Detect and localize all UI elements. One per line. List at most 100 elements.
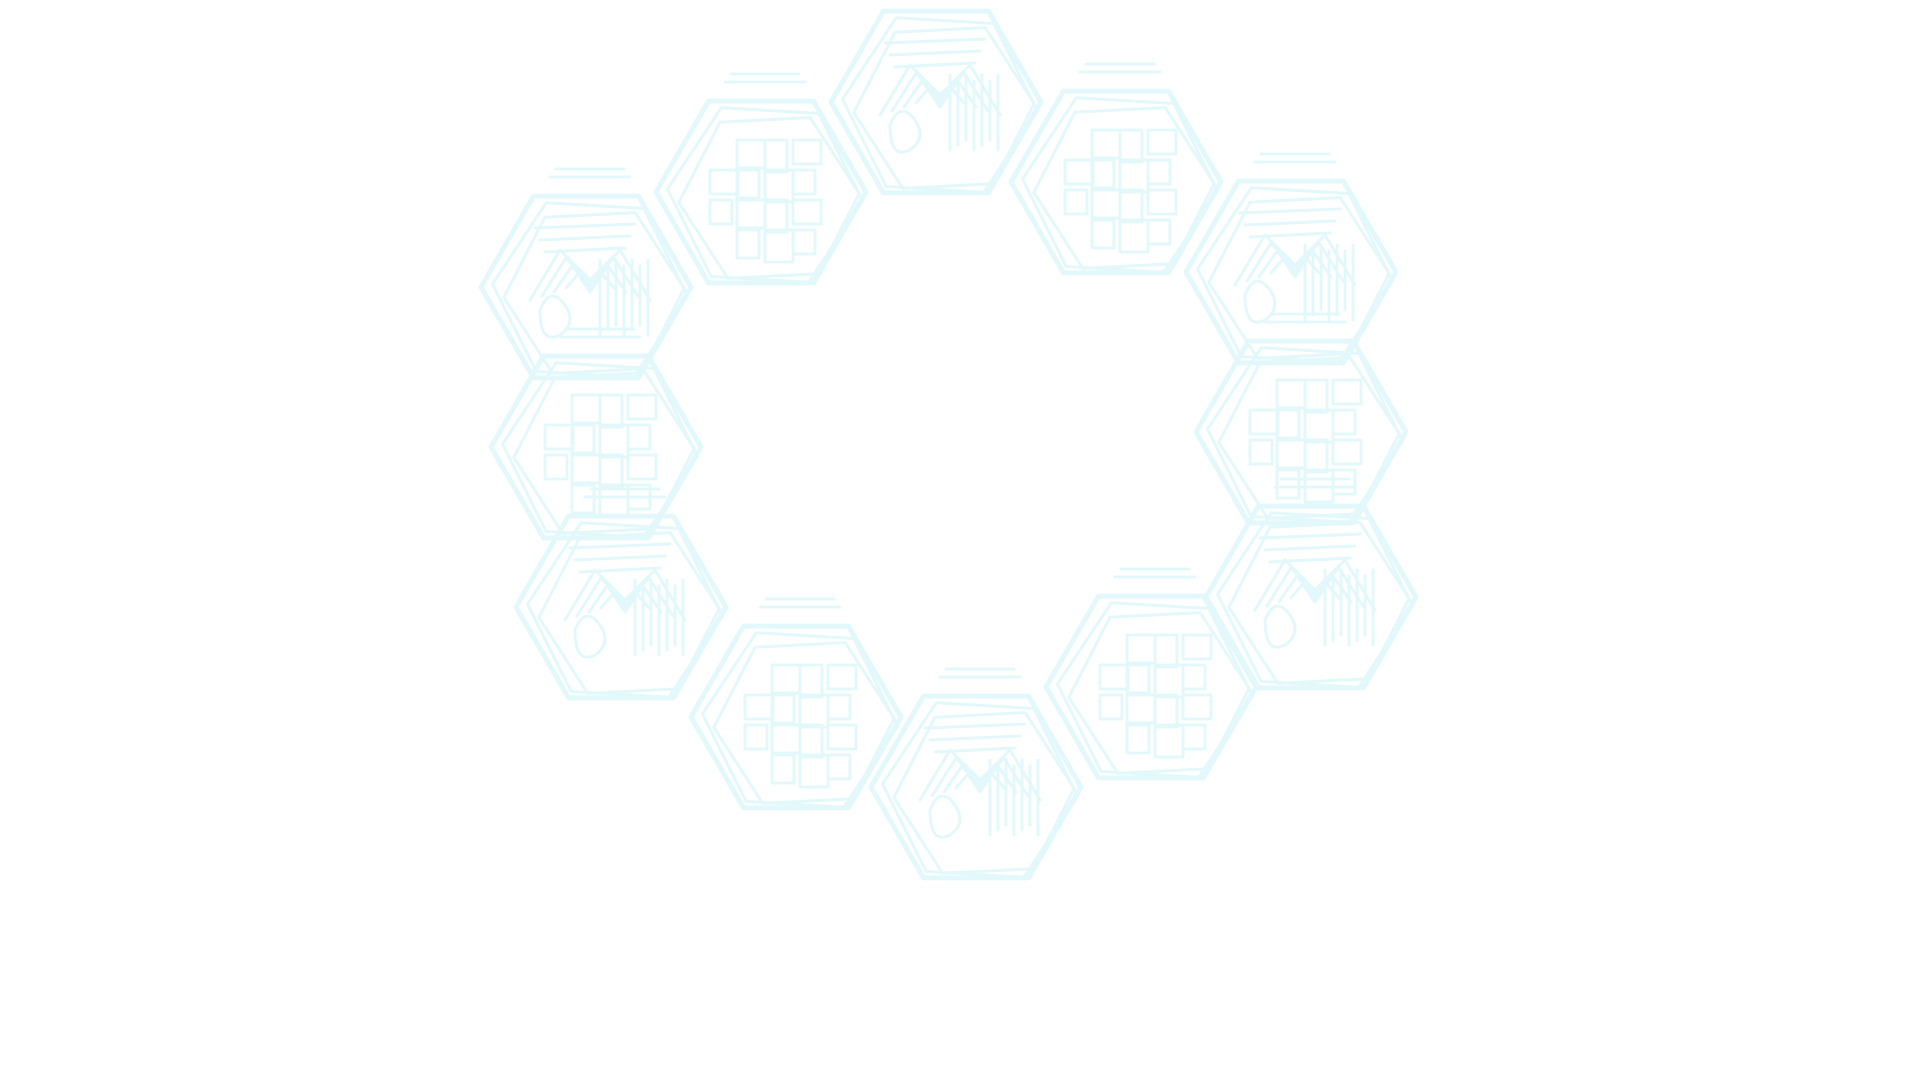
hex-outline [1227,521,1411,685]
bar-stroke [568,542,672,550]
grid-cell [1331,438,1363,466]
hex-outline [1216,511,1414,689]
chevron-stroke [540,256,640,298]
loop-stroke [1263,604,1297,649]
grid-cell [626,393,658,421]
hex-tile-9 [513,487,729,701]
grid-cell [1153,663,1185,699]
chevron-stroke [1245,241,1345,283]
chevron-stroke [599,592,651,614]
hex-outline [1183,178,1399,366]
hex-outline [688,623,904,811]
grid-cell [708,168,740,196]
hex-outline [1043,593,1259,781]
hex-outline [502,211,686,375]
grid-cell [626,423,652,451]
bar-stroke [533,222,637,230]
grid-cell [1063,158,1095,186]
bar-stroke [933,746,1017,754]
chevron-stroke [918,748,1042,802]
hex-outline [892,711,1076,875]
chevron-stroke [1289,582,1341,604]
chevron-stroke [587,584,663,614]
chevron-stroke [1269,257,1321,279]
bar-stroke [578,566,662,574]
grid-cell [1331,468,1357,496]
grid-cell [735,228,761,260]
hex-tile-1 [828,8,1044,196]
grid-cell [798,723,824,759]
chevron-stroke [564,272,616,294]
hex-outline [868,693,1084,881]
grid-cell [826,753,852,781]
grid-cell [826,693,852,721]
grid-cell [598,393,624,429]
bar-stroke [883,37,987,45]
grid-cell [1181,633,1213,661]
chevron-stroke [1277,574,1353,604]
grid-cell [1275,378,1307,410]
grid-cell [763,138,789,174]
chevron-stroke [1233,233,1357,287]
hex-tile-6 [1043,567,1259,781]
loop-stroke [538,294,572,339]
grid-cell [1181,723,1207,751]
grid-cell [626,453,658,481]
hex-outline [1008,88,1224,276]
grid-cell [1090,158,1116,190]
grid-cell [1153,693,1179,729]
grid-cell [743,723,769,751]
bar-stroke [1258,532,1362,540]
grid-cell [1248,408,1280,436]
grid-cell [791,138,823,166]
grid-cell [791,198,823,226]
grid-cell [1248,438,1274,466]
grid-cell [1146,158,1172,186]
chevron-stroke [552,264,628,294]
grid-cell [770,663,802,695]
grid-cell [1303,438,1329,474]
grid-cell [791,228,817,256]
grid-cell [798,693,830,729]
loop-stroke [1243,279,1277,324]
hex-outline [666,106,864,284]
grid-cell [735,198,767,230]
bar-stroke [1248,231,1332,239]
loop-stroke [573,614,607,659]
chevron-stroke [902,79,978,109]
hex-outline [1193,338,1409,526]
bar-stroke [543,246,627,254]
grid-cell [1181,693,1213,721]
chevron-stroke [563,568,687,622]
grid-cell [1118,218,1150,254]
chevron-stroke [1265,566,1365,608]
hex-outline [852,26,1036,190]
grid-cell [1118,188,1144,224]
hex-tile-11 [478,167,694,381]
hex-outline [1056,601,1254,779]
hex-outline [526,521,724,699]
hex-outline [512,371,696,535]
bar-stroke [573,554,667,562]
grid-cell [763,168,795,204]
chevron-stroke [878,63,1002,117]
grid-cell [1090,188,1122,220]
grid-cell [763,198,789,234]
chevron-stroke [914,87,966,109]
grid-cell [543,423,575,451]
grid-cell [743,693,775,721]
loop-stroke [888,109,922,154]
hex-tile-5 [1203,477,1419,691]
grid-cell [1275,408,1301,440]
chevron-stroke [575,576,675,618]
bar-stroke [888,49,982,57]
grid-cell [708,198,734,226]
grid-cell [1125,723,1151,755]
grid-cell [1146,218,1172,246]
grid-cell [543,453,569,481]
hex-tile-2 [1008,62,1224,276]
grid-cell [1063,188,1089,216]
hex-outline [653,98,869,286]
loop-stroke [928,794,962,839]
